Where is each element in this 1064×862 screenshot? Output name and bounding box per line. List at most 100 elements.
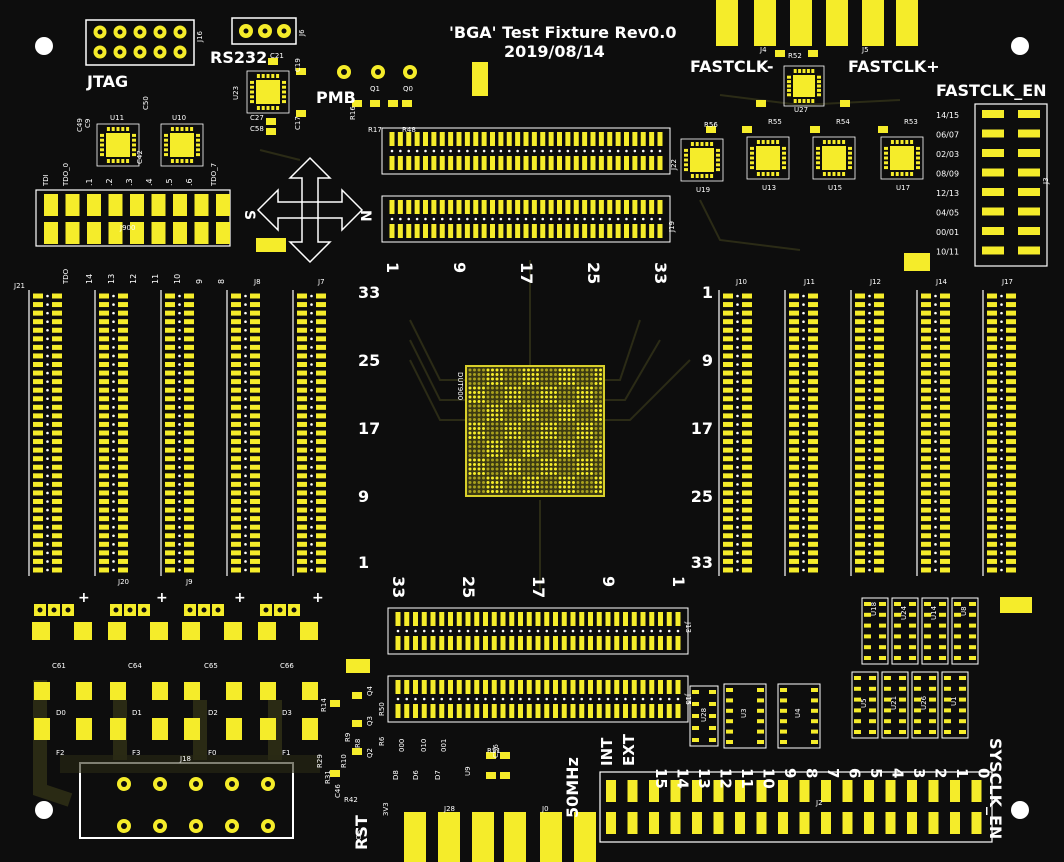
header-pad xyxy=(675,680,681,694)
header-via xyxy=(178,543,181,546)
header-via xyxy=(868,337,871,341)
header-pad xyxy=(789,490,799,496)
header-via xyxy=(1000,431,1003,435)
soic-lead xyxy=(726,708,733,713)
header-via xyxy=(1000,397,1003,401)
ic-footprints xyxy=(96,65,979,749)
ic-lead xyxy=(100,138,104,142)
vertical-header xyxy=(226,290,260,576)
sysclk-pad xyxy=(842,812,853,834)
soic-lead xyxy=(914,708,921,713)
sysclk-pad xyxy=(606,780,616,802)
header-via xyxy=(868,448,871,452)
dut900-bga xyxy=(465,365,605,497)
header-pad xyxy=(316,362,326,367)
header-pad xyxy=(184,327,194,333)
header-pad xyxy=(921,464,931,470)
header-pad xyxy=(640,156,646,170)
sysclk-pad xyxy=(670,812,681,834)
bga-ball xyxy=(509,467,512,471)
header-via xyxy=(802,380,805,383)
ic-lead xyxy=(900,140,904,144)
bga-ball xyxy=(563,422,566,426)
header-pad xyxy=(52,507,62,513)
jtag-drill xyxy=(177,29,183,35)
header-pad xyxy=(250,387,260,393)
dut900-refdes: DUT900 xyxy=(456,372,464,400)
bga-ball xyxy=(522,386,526,390)
soic-lead xyxy=(709,714,716,718)
bga-ball xyxy=(491,404,494,408)
ic-lead xyxy=(190,127,194,131)
u3-soic xyxy=(723,683,767,749)
header-pad xyxy=(940,370,950,376)
bga-ball xyxy=(513,373,517,376)
bga-ball xyxy=(549,395,553,399)
fuse-pad xyxy=(34,718,50,740)
header-pad xyxy=(723,302,733,308)
bga-ball xyxy=(590,481,593,484)
header-via xyxy=(244,320,247,323)
bga-ball xyxy=(536,490,539,493)
bga-ball xyxy=(558,431,562,435)
header-pad xyxy=(987,430,997,436)
header-via xyxy=(736,431,739,435)
bga-ball xyxy=(504,382,508,385)
bga-ball xyxy=(513,440,517,444)
rs232-drill xyxy=(281,28,287,34)
bga-ball xyxy=(563,481,566,484)
j22-refdes: J22 xyxy=(670,159,678,171)
bga-ball xyxy=(576,481,580,484)
bga-ball xyxy=(567,427,571,430)
header-via xyxy=(1000,363,1003,366)
bga-ball xyxy=(531,485,535,489)
header-pad xyxy=(316,396,326,402)
header-via xyxy=(244,491,247,495)
ic-lead xyxy=(761,172,765,176)
header-pad xyxy=(430,612,436,626)
header-pad xyxy=(588,612,593,626)
header-via xyxy=(431,697,435,701)
header-pad xyxy=(316,319,326,325)
bga-ball xyxy=(563,382,566,385)
header-via xyxy=(112,303,115,306)
header-pad xyxy=(421,636,427,650)
header-via xyxy=(1000,354,1003,358)
header-pad xyxy=(33,499,43,504)
top-header-j19 xyxy=(381,195,671,243)
bga-ball xyxy=(599,404,602,408)
header-pad xyxy=(316,353,326,359)
header-pad xyxy=(987,387,997,393)
ic-body xyxy=(690,148,714,172)
j900-pin-label: 13 xyxy=(107,274,116,284)
soic-lead xyxy=(894,612,901,617)
header-pad xyxy=(808,481,818,487)
header-pad xyxy=(33,558,43,564)
header-pad xyxy=(789,327,799,333)
header-pad xyxy=(598,156,604,170)
fastclk-en-label: FASTCLK_EN xyxy=(936,81,1047,100)
ic-lead xyxy=(776,172,780,176)
header-pad xyxy=(99,370,109,376)
edge-pad xyxy=(716,0,738,46)
header-pad xyxy=(623,704,628,718)
header-outline xyxy=(387,607,689,655)
header-pad xyxy=(316,344,326,350)
soic-lead xyxy=(811,688,818,692)
header-via xyxy=(580,697,584,701)
header-via xyxy=(736,371,739,375)
sysclk-pad xyxy=(950,812,960,834)
header-via xyxy=(244,294,247,298)
u17-ic xyxy=(880,136,924,180)
header-pad xyxy=(165,481,175,487)
pin-number-label: 1 xyxy=(669,576,688,587)
header-pad xyxy=(523,224,529,238)
header-pad xyxy=(596,680,602,694)
header-pad xyxy=(250,541,260,547)
header-pad xyxy=(808,302,818,308)
ic-lead xyxy=(716,168,720,172)
header-pad xyxy=(297,447,307,453)
j3-pad xyxy=(982,149,1004,157)
header-pad xyxy=(742,447,752,453)
header-pad xyxy=(742,327,752,333)
